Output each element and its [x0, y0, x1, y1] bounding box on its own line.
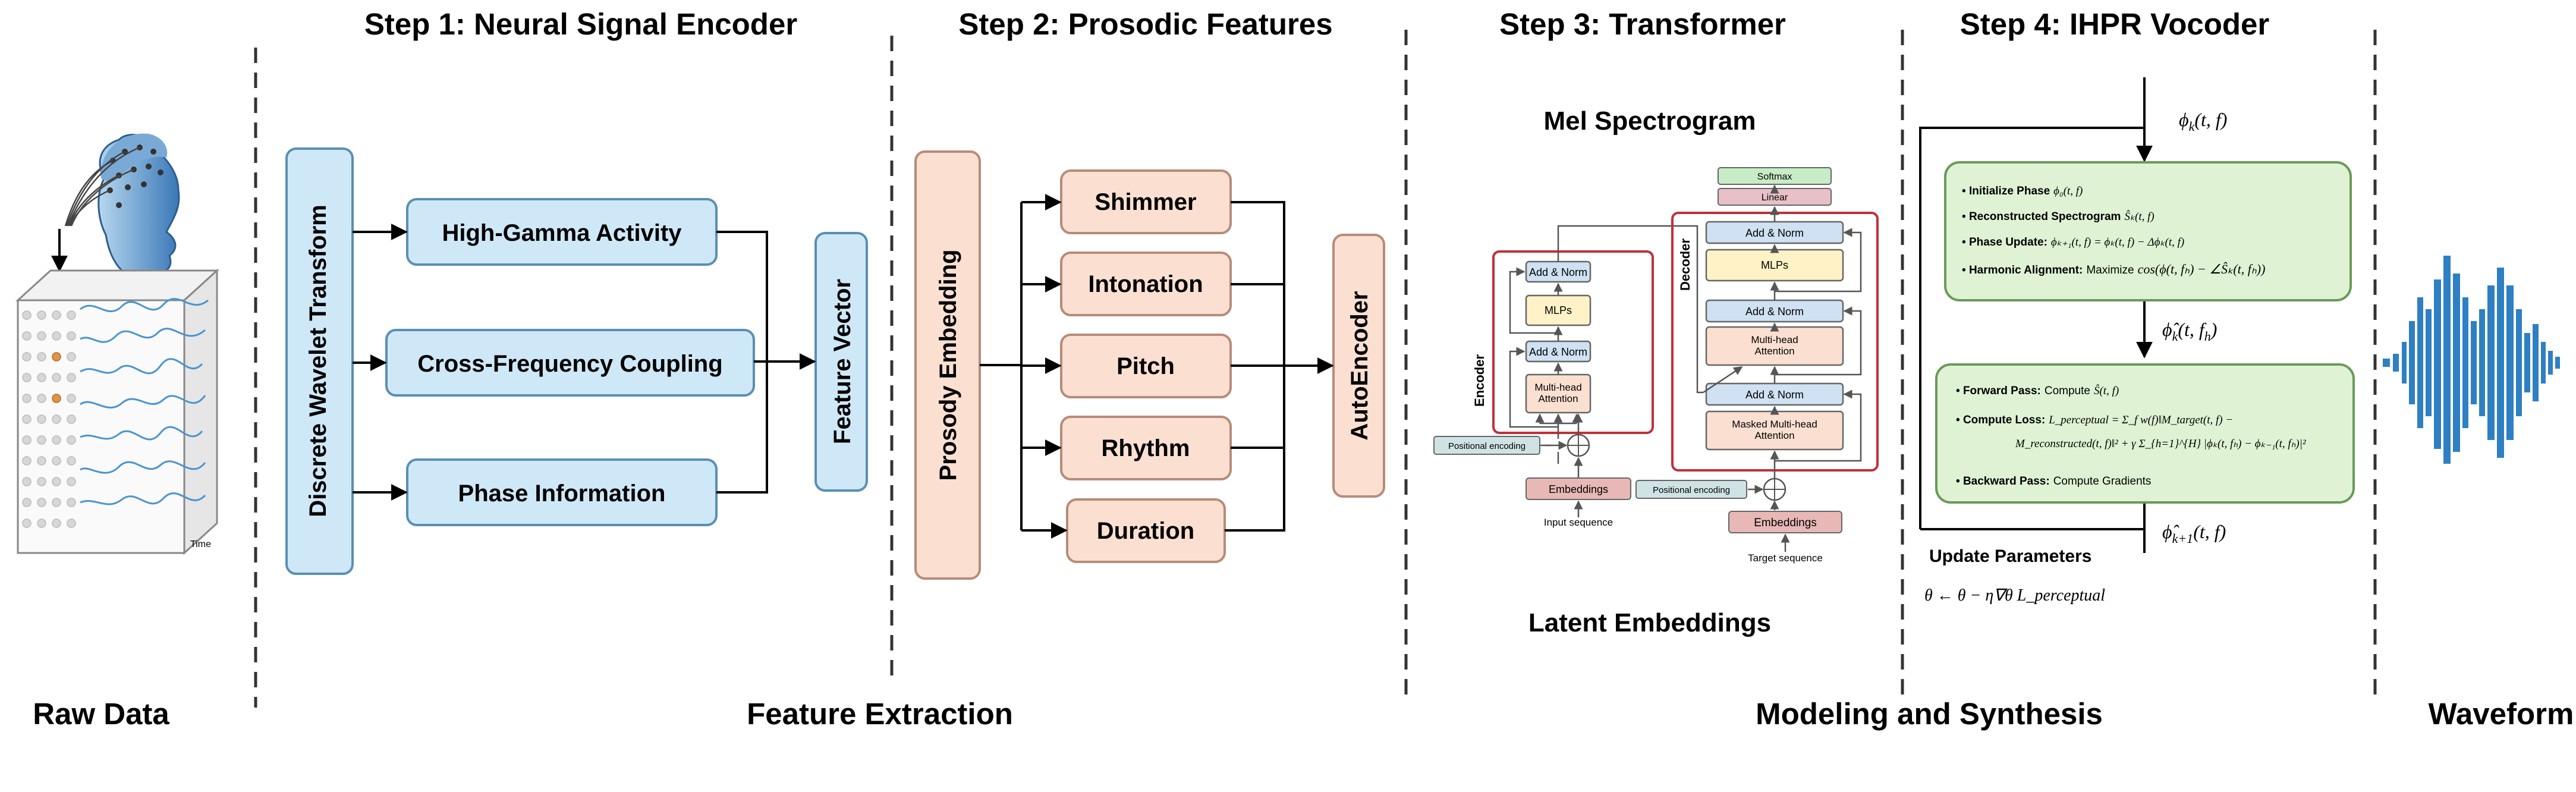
dec-positional-encoding-label: Positional encoding	[1653, 485, 1730, 495]
eeg-wires	[64, 146, 140, 227]
step1-title: Step 1: Neural Signal Encoder	[364, 7, 797, 41]
enc-mha-fo: Multi-head Attention	[1534, 382, 1582, 404]
phi-hat-mid: ϕ̂k(t, fh)	[2162, 319, 2217, 344]
dec-mha-fo: Multi-head Attention	[1751, 334, 1798, 357]
dwt-label: Discrete Wavelet Transform	[305, 205, 331, 517]
intonation-label: Intonation	[1088, 271, 1203, 297]
dec-masked-mha-fo: Masked Multi-head Attention	[1732, 419, 1817, 441]
enc-mha-label: Multi-head Attention	[1534, 382, 1582, 404]
phi-k-top: ϕk(t, f)	[2179, 109, 2227, 134]
dec-add-norm-1-label: Add & Norm	[1745, 227, 1804, 239]
electrode-grid	[22, 310, 76, 528]
section-dividers	[254, 30, 2377, 708]
prosody-embedding-label: Prosody Embedding	[935, 250, 961, 481]
compute-loss-cont: M_reconstructed(t, f)‖² + γ Σ_{h=1}^{H} …	[2015, 438, 2306, 450]
high-gamma-label: High-Gamma Activity	[442, 220, 682, 246]
backward-pass-item: • Backward Pass:Compute Gradients	[1956, 475, 2151, 488]
rhythm-label: Rhythm	[1102, 435, 1190, 461]
target-sequence-label: Target sequence	[1748, 552, 1823, 564]
autoencoder-label: AutoEncoder	[1347, 291, 1373, 440]
dec-mlps-label: MLPs	[1761, 259, 1788, 271]
step2-title: Step 2: Prosodic Features	[958, 7, 1332, 41]
dec-add-norm-2-label: Add & Norm	[1745, 306, 1804, 318]
step1-connectors	[353, 224, 816, 501]
softmax-box	[1718, 167, 1832, 185]
step2-prosody: Prosody Embedding Shimmer Intonation Pit…	[914, 150, 1385, 580]
phase-init-box	[1944, 161, 2352, 301]
section-waveform: Waveform	[2429, 697, 2574, 731]
section-raw-data: Raw Data	[33, 697, 169, 731]
training-box	[1935, 363, 2355, 504]
enc-positional-encoding-label: Positional encoding	[1448, 441, 1526, 451]
dec-embeddings-label: Embeddings	[1754, 517, 1817, 529]
enc-mlps-label: MLPs	[1545, 304, 1572, 316]
feature-vector-label: Feature Vector	[829, 279, 855, 444]
mel-spectrogram-label: Mel Spectrogram	[1544, 106, 1756, 136]
step3-title: Step 3: Transformer	[1499, 7, 1786, 41]
enc-add-norm-top-label: Add & Norm	[1529, 266, 1587, 278]
decoder-connectors	[1703, 184, 1862, 479]
dec-add-norm-3-label: Add & Norm	[1745, 389, 1804, 401]
decoder-label: Decoder	[1678, 238, 1693, 291]
step1-encoder: Discrete Wavelet Transform High-Gamma Ac…	[285, 147, 868, 575]
time-axis-label: Time	[190, 539, 211, 549]
vocoder-loop	[1919, 77, 2153, 553]
encoder-frame	[1492, 250, 1654, 434]
dec-positional-encoding	[1635, 480, 1747, 499]
enc-embeddings-label: Embeddings	[1549, 483, 1608, 495]
latent-embeddings-label: Latent Embeddings	[1528, 608, 1771, 637]
dec-embeddings	[1728, 511, 1842, 533]
encoder-label: Encoder	[1472, 354, 1487, 407]
section-modeling: Modeling and Synthesis	[1756, 697, 2103, 731]
eeg-traces	[80, 298, 209, 505]
eeg-recording-cube: Time	[15, 268, 219, 555]
dwt-box	[285, 147, 354, 575]
input-sequence-label: Input sequence	[1544, 517, 1613, 528]
cfc-label: Cross-Frequency Coupling	[417, 351, 722, 377]
enc-add-norm-mid-label: Add & Norm	[1529, 346, 1587, 358]
step3-transformer: Mel Spectrogram Latent Embeddings Encode…	[1433, 106, 1879, 637]
enc-positional-encoding	[1433, 436, 1540, 455]
enc-embeddings	[1526, 477, 1631, 500]
duration-label: Duration	[1097, 518, 1194, 544]
step4-title: Step 4: IHPR Vocoder	[1960, 7, 2270, 41]
linear-label: Linear	[1762, 193, 1788, 203]
waveform-image	[2383, 256, 2560, 464]
softmax-label: Softmax	[1757, 172, 1792, 182]
dec-masked-mha-label: Masked Multi-head Attention	[1732, 419, 1817, 441]
dec-mha-label: Multi-head Attention	[1751, 334, 1798, 357]
compute-loss-item: • Compute Loss:L_perceptual = Σ_f w(f)‖M…	[1956, 414, 2233, 426]
phase-info-label: Phase Information	[458, 480, 666, 507]
section-feature-extraction: Feature Extraction	[747, 697, 1013, 731]
step2-connectors	[980, 194, 1334, 539]
eeg-head-image	[51, 133, 180, 279]
pitch-label: Pitch	[1116, 353, 1175, 379]
phi-hat-bottom: ϕ̂k+1(t, f)	[2162, 521, 2226, 546]
phase-update-item: • Phase Update:ϕₖ₊₁(t, f) = ϕₖ(t, f) − Δ…	[1962, 236, 2184, 249]
update-parameters-label: Update Parameters	[1929, 546, 2091, 566]
update-rule: θ ← θ − η∇θ L_perceptual	[1924, 586, 2105, 605]
shimmer-label: Shimmer	[1094, 189, 1196, 215]
